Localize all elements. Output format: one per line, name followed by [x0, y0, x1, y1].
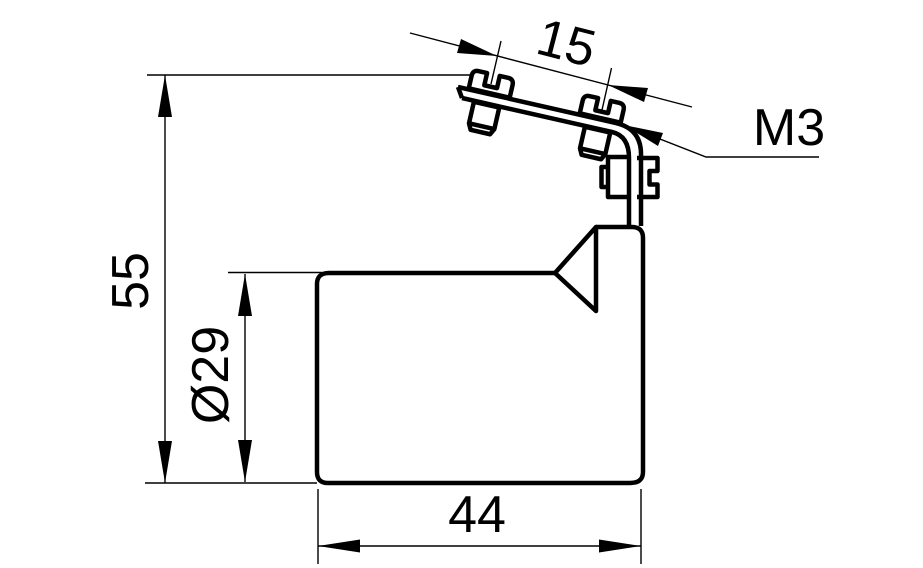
right-screw-shaft — [577, 124, 613, 162]
dim29-arrow-bottom — [238, 440, 252, 482]
left-screw-head — [466, 68, 516, 100]
dim55-arrow-top — [158, 75, 172, 117]
dimension-overall-height: 55 — [102, 74, 470, 484]
left-screw-shaft — [466, 99, 502, 137]
dim44-arrow-left — [318, 539, 360, 553]
dim15-centerline-left — [490, 40, 502, 85]
dim44-label: 44 — [448, 486, 506, 544]
indicator-triangle — [552, 224, 599, 314]
clamp-nut — [605, 154, 629, 200]
m3-leader-arrow — [624, 125, 663, 146]
dim44-arrow-right — [599, 539, 641, 553]
dim29-label: Ø29 — [182, 326, 240, 424]
dim29-arrow-top — [238, 274, 252, 316]
dim15-arrow-left — [457, 39, 497, 56]
callout-thread-size: M3 — [623, 99, 825, 158]
body-outline — [314, 224, 646, 486]
dim15-centerline-right — [601, 67, 613, 111]
dim55-arrow-bottom — [158, 441, 172, 483]
dim15-arrow-right — [608, 85, 648, 102]
m3-label: M3 — [753, 99, 825, 157]
right-screw-head — [577, 93, 627, 125]
clamp-screw-head — [637, 155, 660, 200]
dimension-body-diameter: Ø29 — [182, 271, 322, 482]
left-screw-tip-line — [468, 121, 495, 132]
dim55-label: 55 — [102, 252, 160, 310]
clamp-nut-facet — [599, 164, 608, 190]
bracket-end-cap — [455, 86, 465, 99]
dim15-label: 15 — [531, 8, 602, 79]
right-screw-tip-line — [579, 146, 606, 157]
right-screw — [577, 93, 627, 162]
left-screw — [466, 68, 516, 137]
dimension-body-width: 44 — [317, 486, 642, 564]
dimension-screw-spacing: 15 — [409, 8, 693, 111]
